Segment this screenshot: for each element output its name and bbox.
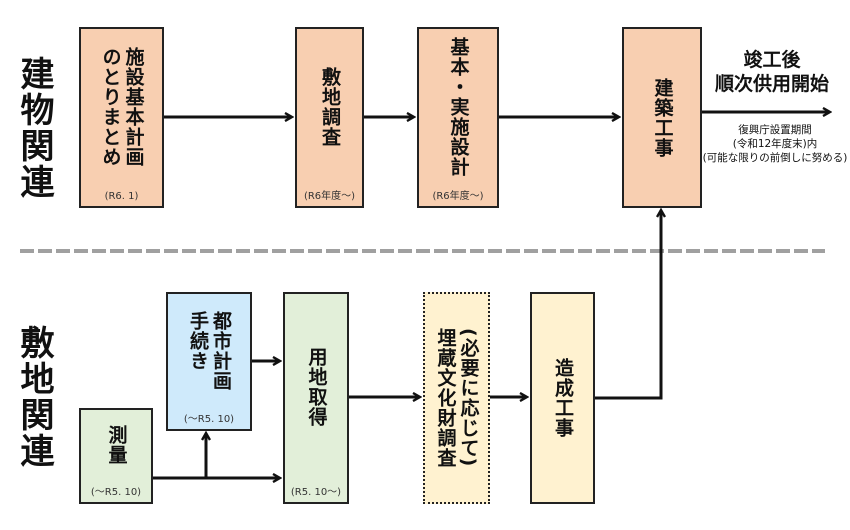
box-site-preparation-title: 造成工事 bbox=[552, 358, 574, 438]
arrow-preparation-to-construction bbox=[594, 210, 661, 400]
box-city-planning: 都市計画 手続き (～R5. 10) bbox=[166, 292, 252, 431]
box-land-acquisition: 用地取得 (R5. 10～) bbox=[283, 292, 349, 504]
box-design-date: (R6年度～) bbox=[432, 191, 484, 202]
box-measurement-date: (～R5. 10) bbox=[90, 487, 142, 498]
box-cultural-survey: (必要に応じて) 埋蔵文化財調査 bbox=[423, 292, 490, 504]
section-label-site: 敷地関連 bbox=[14, 325, 54, 469]
box-measurement: 測量 (～R5. 10) bbox=[79, 408, 153, 504]
box-design: 基本・実施設計 (R6年度～) bbox=[417, 27, 499, 208]
box-site-survey-title: 敷地調査 bbox=[319, 66, 341, 147]
box-basic-plan-date: (R6. 1) bbox=[104, 191, 139, 202]
box-city-planning-date: (～R5. 10) bbox=[183, 414, 235, 425]
box-site-survey-date: (R6年度～) bbox=[303, 191, 356, 202]
box-basic-plan-title: 施設基本計画 のとりまとめ bbox=[99, 46, 145, 167]
completion-headline: 竣工後 順次供用開始 bbox=[714, 49, 829, 95]
box-land-acquisition-date: (R5. 10～) bbox=[290, 487, 342, 498]
box-site-preparation: 造成工事 bbox=[530, 292, 595, 504]
box-city-planning-title: 都市計画 手続き bbox=[187, 310, 232, 391]
completion-note: 復興庁設置期間 (令和12年度末)内 (可能な限りの前倒しに努める) bbox=[702, 124, 848, 164]
box-construction: 建築工事 bbox=[622, 27, 702, 208]
box-land-acquisition-title: 用地取得 bbox=[305, 347, 328, 427]
box-design-title: 基本・実施設計 bbox=[447, 36, 470, 177]
box-measurement-title: 測量 bbox=[105, 425, 128, 465]
box-site-survey: 敷地調査 (R6年度～) bbox=[295, 27, 364, 208]
box-cultural-survey-title: (必要に応じて) 埋蔵文化財調査 bbox=[434, 328, 480, 468]
box-construction-title: 建築工事 bbox=[651, 77, 674, 158]
box-basic-plan: 施設基本計画 のとりまとめ (R6. 1) bbox=[79, 27, 164, 208]
section-label-building: 建物関連 bbox=[14, 56, 54, 200]
